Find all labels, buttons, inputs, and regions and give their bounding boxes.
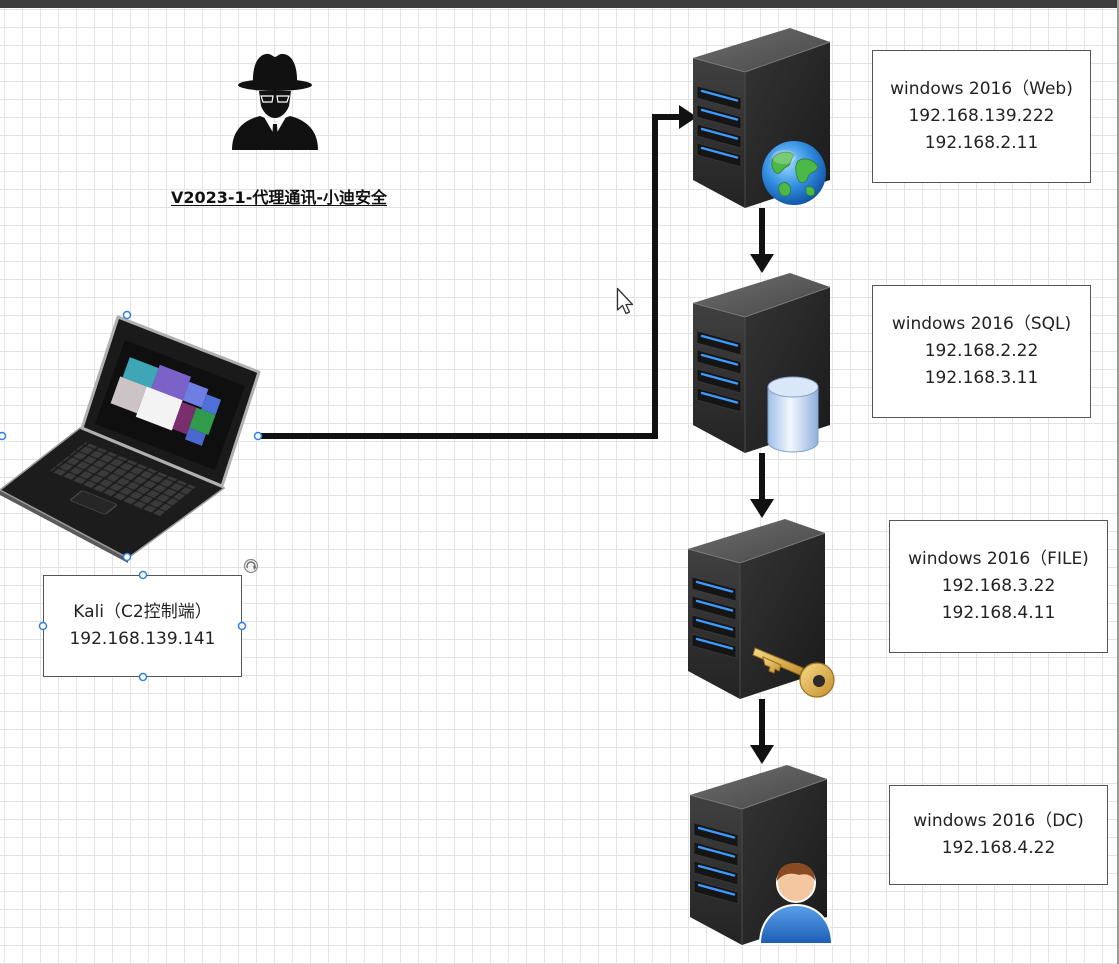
server-ip-address: 192.168.2.11 (924, 133, 1039, 153)
server-ip-address: 192.168.2.22 (924, 341, 1039, 361)
server-ip-address: 192.168.4.22 (941, 838, 1056, 858)
kali-box-handle-top[interactable] (138, 570, 148, 580)
diagram-title[interactable]: V2023-1-代理通讯-小迪安全 (171, 188, 387, 207)
connector-laptop-to-web-server[interactable] (258, 105, 697, 439)
arrow-file-to-dc-server[interactable] (750, 699, 774, 764)
server-os-label: windows 2016（DC) (913, 811, 1084, 831)
key-icon (752, 647, 835, 698)
laptop-icon[interactable] (0, 300, 270, 570)
arrow-sql-to-file-server[interactable] (750, 453, 774, 518)
server-os-label: windows 2016（Web) (890, 79, 1073, 99)
kali-box-handle-left[interactable] (38, 621, 48, 631)
database-icon (767, 376, 819, 453)
server-ip-address: 192.168.4.11 (941, 603, 1056, 623)
server-os-label: windows 2016（FILE) (908, 549, 1089, 569)
kali-box-handle-bottom[interactable] (138, 672, 148, 682)
laptop-handle-bottom[interactable] (122, 552, 132, 562)
user-icon (758, 863, 834, 945)
laptop-screen (80, 315, 261, 488)
server-ip-address: 192.168.139.222 (908, 106, 1055, 126)
server-ip-address: 192.168.3.11 (924, 368, 1039, 388)
laptop-keyboard (49, 442, 196, 516)
client-name-label: Kali（C2控制端） (73, 602, 212, 622)
laptop-handle-left[interactable] (0, 431, 7, 441)
laptop-handle-right[interactable] (253, 431, 263, 441)
kali-box-handle-right[interactable] (237, 621, 247, 631)
server-dc-label-box[interactable]: windows 2016（DC) 192.168.4.22 (889, 785, 1108, 885)
mouse-cursor-icon (616, 287, 634, 315)
top-toolbar-edge (0, 0, 1119, 8)
rotate-handle-icon[interactable] (243, 558, 259, 574)
server-ip-address: 192.168.3.22 (941, 576, 1056, 596)
kali-c2-box[interactable]: Kali（C2控制端） 192.168.139.141 (43, 575, 242, 677)
laptop-handle-top[interactable] (122, 310, 132, 320)
server-web-label-box[interactable]: windows 2016（Web) 192.168.139.222 192.16… (872, 50, 1091, 183)
canvas-right-border (1117, 0, 1119, 964)
arrow-web-to-sql-server[interactable] (750, 208, 774, 273)
client-ip-address: 192.168.139.141 (69, 629, 216, 649)
server-sql-label-box[interactable]: windows 2016（SQL) 192.168.2.22 192.168.3… (872, 285, 1091, 418)
hacker-icon[interactable] (228, 50, 322, 150)
server-file-label-box[interactable]: windows 2016（FILE) 192.168.3.22 192.168.… (889, 520, 1108, 653)
server-os-label: windows 2016（SQL) (891, 314, 1072, 334)
globe-icon (762, 141, 826, 205)
